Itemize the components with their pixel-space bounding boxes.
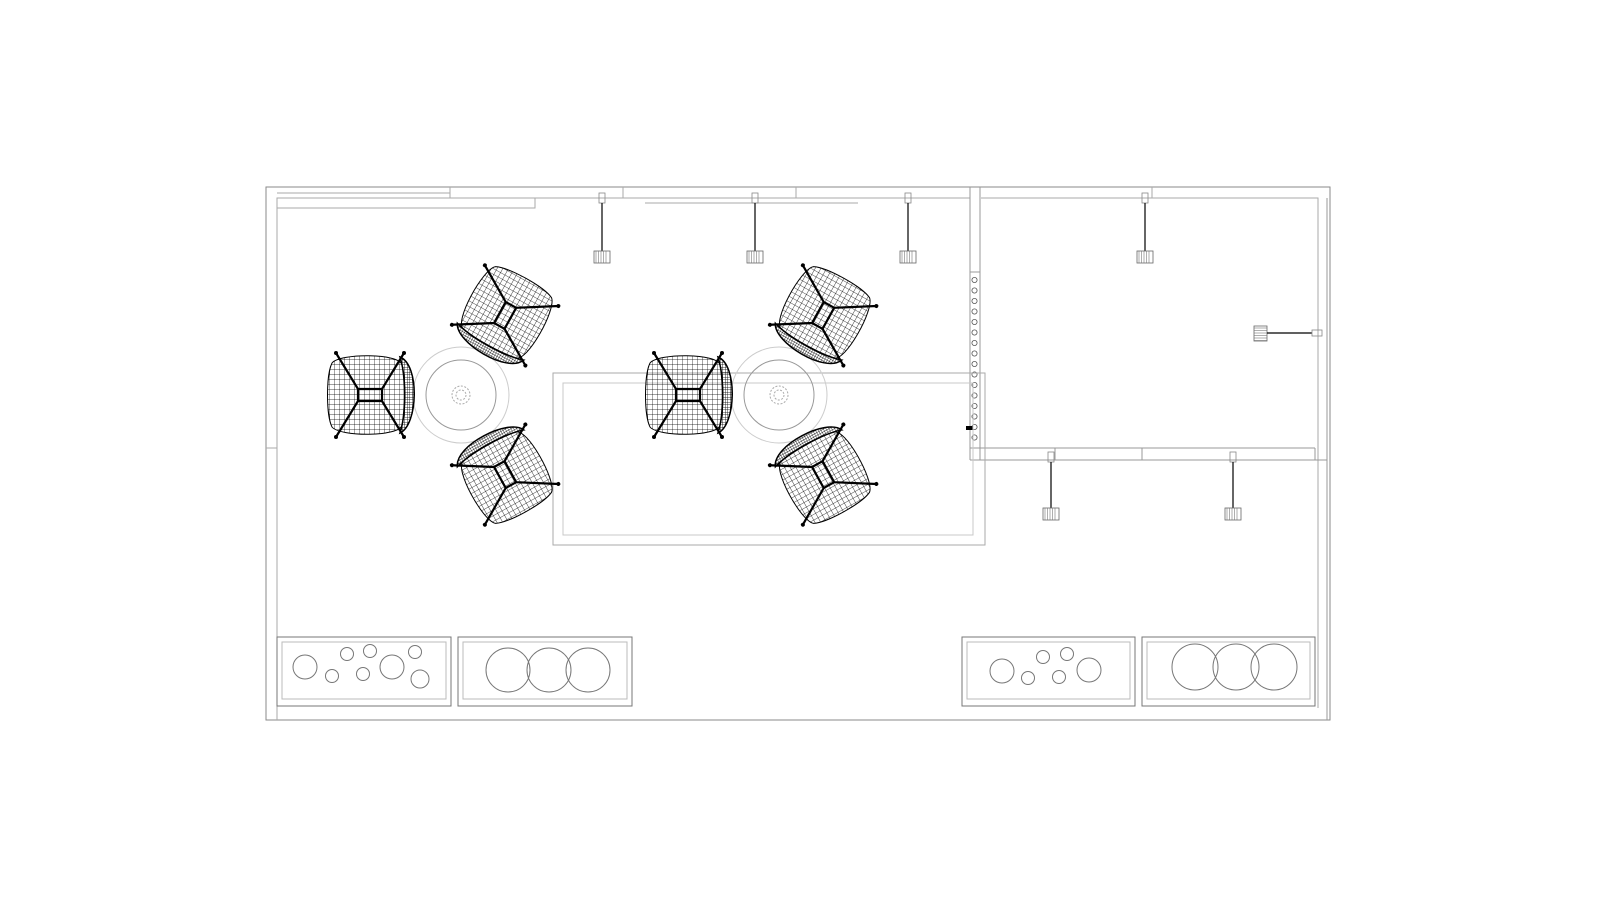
inner-wall-line <box>276 197 1319 720</box>
chair-foot <box>449 322 454 327</box>
column-dot <box>971 297 978 304</box>
chair-foot <box>482 263 487 268</box>
chair-foot <box>482 522 487 527</box>
chair-seat <box>779 431 871 524</box>
partition-horizontal <box>970 198 1328 720</box>
round-table-icon[interactable] <box>412 346 510 444</box>
chair-legs <box>653 352 723 438</box>
chair-foot <box>841 422 846 427</box>
chair-foot <box>767 322 772 327</box>
chair-foot <box>334 351 338 355</box>
chair-foot <box>334 435 338 439</box>
chair-legs <box>769 264 877 367</box>
chair-seat <box>779 266 871 359</box>
column-dot <box>971 392 978 399</box>
chair-icon[interactable] <box>445 415 564 534</box>
chair-icon[interactable] <box>327 351 415 439</box>
chair-legs <box>769 423 877 526</box>
column-dot <box>971 318 978 325</box>
chair-icon[interactable] <box>445 257 564 376</box>
chair-foot <box>652 435 656 439</box>
column-dot <box>971 276 978 283</box>
column-dot <box>971 402 978 409</box>
display-shelf-icon <box>457 636 633 707</box>
chair-foot <box>556 481 561 486</box>
chair-foot <box>402 435 406 439</box>
chair-foot <box>556 304 561 309</box>
chair-seat <box>327 355 406 435</box>
door-handle <box>966 426 973 430</box>
chair-foot <box>841 363 846 368</box>
partition-vertical <box>969 187 986 545</box>
chair-foot <box>652 351 656 355</box>
seating-groups <box>327 257 882 534</box>
chair-foot <box>449 463 454 468</box>
walls <box>265 186 1331 721</box>
pendant-light-icon[interactable] <box>899 192 917 264</box>
pendant-light-icon[interactable] <box>1042 451 1060 521</box>
chair-seat <box>461 266 553 359</box>
column-dot <box>971 371 978 378</box>
display-shelf-icon <box>276 636 452 707</box>
column-dot <box>971 434 978 441</box>
pendant-light-icon[interactable] <box>1224 451 1242 521</box>
chair-icon[interactable] <box>763 415 882 534</box>
top-wall-segments <box>277 187 1153 209</box>
column-dot <box>971 360 978 367</box>
column-dot <box>971 329 978 336</box>
chair-foot <box>720 351 724 355</box>
chair-foot <box>874 481 879 486</box>
column-dots <box>971 276 978 441</box>
column-dot <box>971 308 978 315</box>
pendant-light-icon[interactable] <box>593 192 611 264</box>
rug-outer <box>552 372 986 546</box>
chair-foot <box>800 263 805 268</box>
round-table-icon[interactable] <box>730 346 828 444</box>
chair-foot <box>800 522 805 527</box>
rug-inner <box>562 382 974 536</box>
rug <box>552 372 986 546</box>
chair-foot <box>767 463 772 468</box>
column-dot <box>971 287 978 294</box>
pendant-light-icon[interactable] <box>746 192 764 264</box>
chair-icon[interactable] <box>763 257 882 376</box>
display-shelf-icon <box>961 636 1136 707</box>
chair-foot <box>523 422 528 427</box>
chair-icon[interactable] <box>645 351 733 439</box>
chair-seat <box>461 431 553 524</box>
outer-wall <box>265 186 1331 721</box>
chair-foot <box>402 351 406 355</box>
chair-foot <box>523 363 528 368</box>
chair-seat <box>645 355 724 435</box>
column-dot <box>971 381 978 388</box>
pendant-light-icon[interactable] <box>1136 192 1154 264</box>
chair-legs <box>451 264 559 367</box>
column-dot <box>971 413 978 420</box>
display-shelves <box>276 636 1316 707</box>
column-dot <box>971 339 978 346</box>
chair-foot <box>874 304 879 309</box>
display-shelf-icon <box>1141 636 1316 707</box>
chair-legs <box>335 352 405 438</box>
column-dot <box>971 350 978 357</box>
pendant-lights <box>593 192 1323 521</box>
wall-light-icon[interactable] <box>1253 325 1323 342</box>
chair-foot <box>720 435 724 439</box>
chair-legs <box>451 423 559 526</box>
